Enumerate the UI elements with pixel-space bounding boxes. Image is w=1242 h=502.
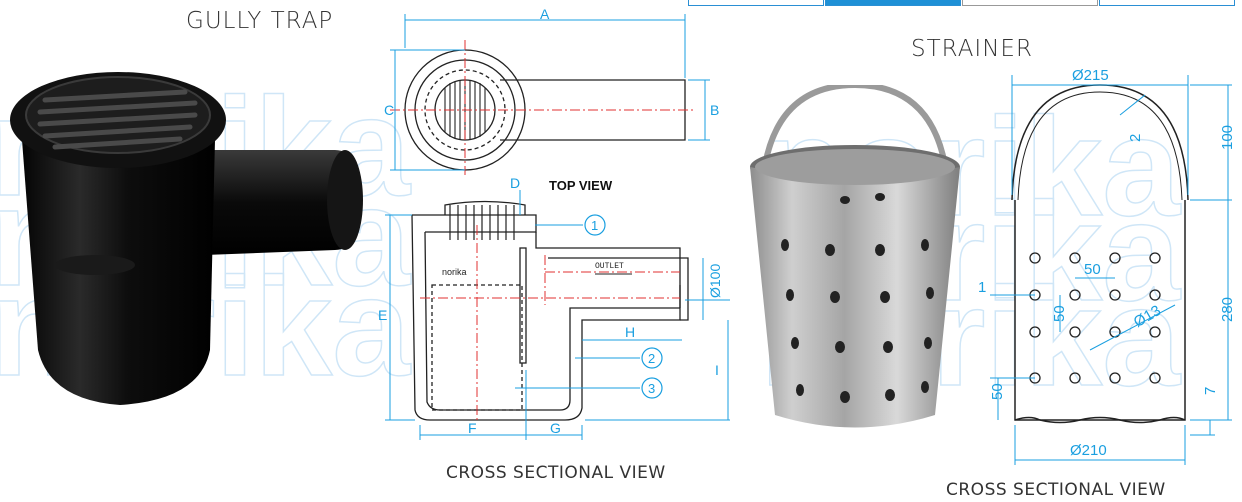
callout-3-label: 3 xyxy=(648,381,655,396)
callout-2-circle xyxy=(641,347,663,369)
gully-trap-title: GULLY TRAP xyxy=(186,8,334,34)
strainer-dim-edge: 1 xyxy=(978,279,986,296)
strainer-dim-hole: Ø13 xyxy=(1131,302,1164,331)
callout-1-label: 1 xyxy=(591,218,598,233)
top-tab-3[interactable] xyxy=(962,0,1098,6)
gully-trap-photo xyxy=(10,72,363,405)
dim-A: A xyxy=(540,6,550,22)
strainer-handle-outline xyxy=(1011,84,1189,201)
dim-D: D xyxy=(510,175,520,191)
top-tab-2[interactable] xyxy=(825,0,961,6)
callout-2-label: 2 xyxy=(648,351,655,366)
strainer-dim-vpitch: 50 xyxy=(1051,305,1068,322)
cross-section-right-caption: CROSS SECTIONAL VIEW xyxy=(946,480,1166,500)
callout-1-circle xyxy=(584,214,606,236)
top-view-label: TOP VIEW xyxy=(549,178,613,193)
dim-d100: Ø100 xyxy=(707,264,723,298)
outlet-label: OUTLET xyxy=(595,262,624,271)
strainer-dim-bottom: Ø210 xyxy=(1070,442,1107,459)
dim-B: B xyxy=(710,102,719,118)
strainer-dim-body-height: 280 xyxy=(1219,297,1236,322)
dim-G: G xyxy=(550,420,561,436)
strainer-dim-wall: 2 xyxy=(1127,134,1144,142)
strainer-holes xyxy=(781,193,934,403)
gully-trap-drawing: A C B D E F G H I Ø100 1 2 3 OUTLET nori… xyxy=(378,6,730,440)
cross-section-left-caption: CROSS SECTIONAL VIEW xyxy=(446,463,666,483)
strainer-drawing: Ø215 Ø210 100 280 2 50 Ø13 1 50 50 7 xyxy=(978,67,1236,465)
grate-slots xyxy=(37,89,198,150)
strainer-hole-grid xyxy=(1029,252,1161,384)
strainer-photo xyxy=(750,85,960,428)
dim-H: H xyxy=(625,324,635,340)
strainer-dim-top: Ø215 xyxy=(1072,67,1109,84)
dim-F: F xyxy=(468,420,477,436)
callout-3-circle xyxy=(641,377,663,399)
dim-E: E xyxy=(378,307,387,323)
strainer-dim-handle-height: 100 xyxy=(1219,125,1236,150)
strainer-title: STRAINER xyxy=(911,36,1033,62)
strainer-dim-bottom-offset: 50 xyxy=(989,383,1006,400)
dim-C: C xyxy=(384,102,394,118)
strainer-dim-pitch: 50 xyxy=(1084,261,1101,278)
top-tab-1[interactable] xyxy=(688,0,824,6)
top-tab-4[interactable] xyxy=(1099,0,1235,6)
dim-I: I xyxy=(715,362,719,378)
brand-mark: norika xyxy=(442,267,467,277)
strainer-dim-base: 7 xyxy=(1202,387,1219,395)
